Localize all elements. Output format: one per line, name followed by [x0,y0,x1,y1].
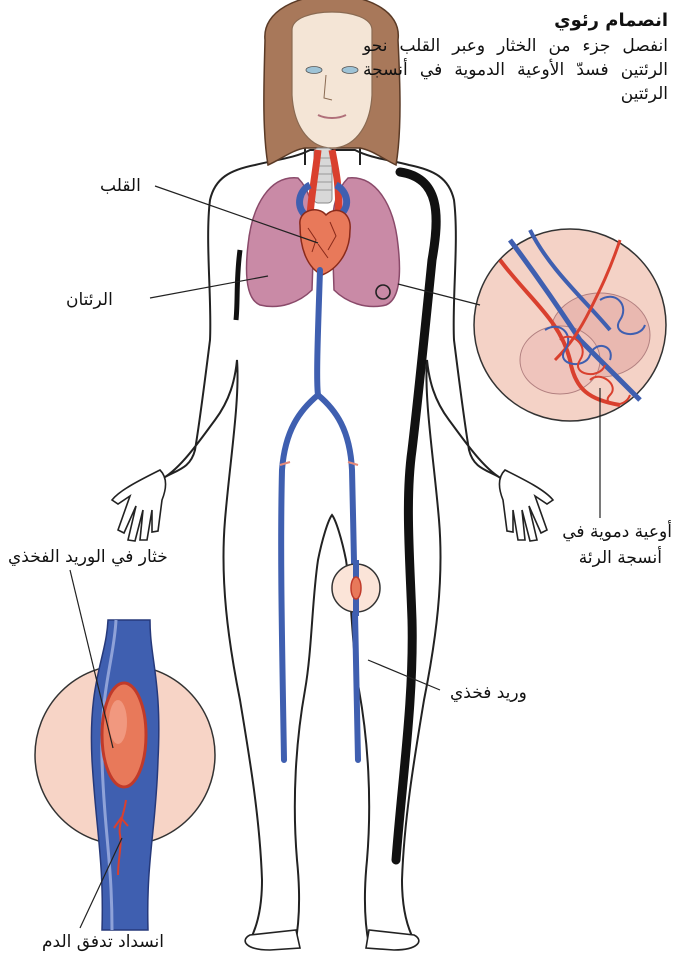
right-eye [342,67,358,74]
lungs-label: الرئتان [66,288,113,312]
clot-inset [35,620,215,930]
small-clot [351,577,361,599]
heart-label: القلب [100,174,141,198]
blocked-flow-label: انسداد تدفق الدم [42,930,164,954]
clot-label: خثار في الوريد الفخذي [8,545,168,569]
left-eye [306,67,322,74]
diagram-description: انفصل جزء من الخثار وعبر القلب نحو الرئت… [363,34,668,106]
title-block: انصمام رئوي انفصل جزء من الخثار وعبر الق… [363,8,668,106]
lung-tissue-inset [474,229,666,421]
left-hand [112,470,166,541]
lung-vessels-label-2: أنسجة الرئة [579,546,662,570]
diagram-title: انصمام رئوي [363,8,668,34]
femoral-vein-label: وريد فخذي [450,681,527,705]
right-hand [500,470,554,541]
lung-vessels-label-1: أوعية دموية في [562,520,672,544]
